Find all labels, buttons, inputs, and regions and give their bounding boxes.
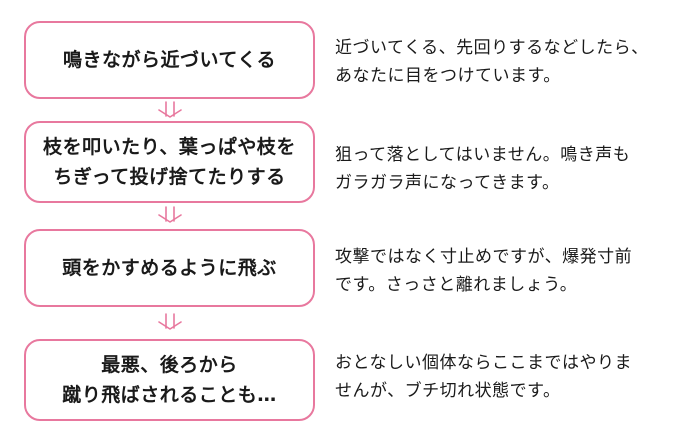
step-box-1: 鳴きながら近づいてくる [24, 21, 315, 99]
step-4-description: おとなしい個体ならここまではやりま せんが、ブチ切れ状態です。 [335, 353, 632, 401]
step-1-description: 近づいてくる、先回りするなどしたら、 あなたに目をつけています。 [335, 38, 649, 86]
step-box-2: 枝を叩いたり、葉っぱや枝を ちぎって投げ捨てたりする [24, 121, 315, 203]
step-4-title: 最悪、後ろから 蹴り飛ばされることも… [62, 354, 277, 406]
step-box-4: 最悪、後ろから 蹴り飛ばされることも… [24, 339, 315, 421]
step-2-description: 狙って落としてはいません。鳴き声も ガラガラ声になってきます。 [335, 145, 631, 193]
double-down-arrow-icon [158, 206, 182, 223]
double-down-arrow-icon [158, 313, 182, 330]
step-3-description: 攻撃ではなく寸止めですが、爆発寸前 です。さっさと離れましょう。 [335, 247, 633, 295]
step-1-title: 鳴きながら近づいてくる [63, 49, 276, 71]
step-box-3: 頭をかすめるように飛ぶ [24, 229, 315, 307]
double-down-arrow-icon [158, 101, 182, 118]
step-3-title: 頭をかすめるように飛ぶ [62, 257, 277, 279]
step-2-title: 枝を叩いたり、葉っぱや枝を ちぎって投げ捨てたりする [43, 136, 296, 188]
